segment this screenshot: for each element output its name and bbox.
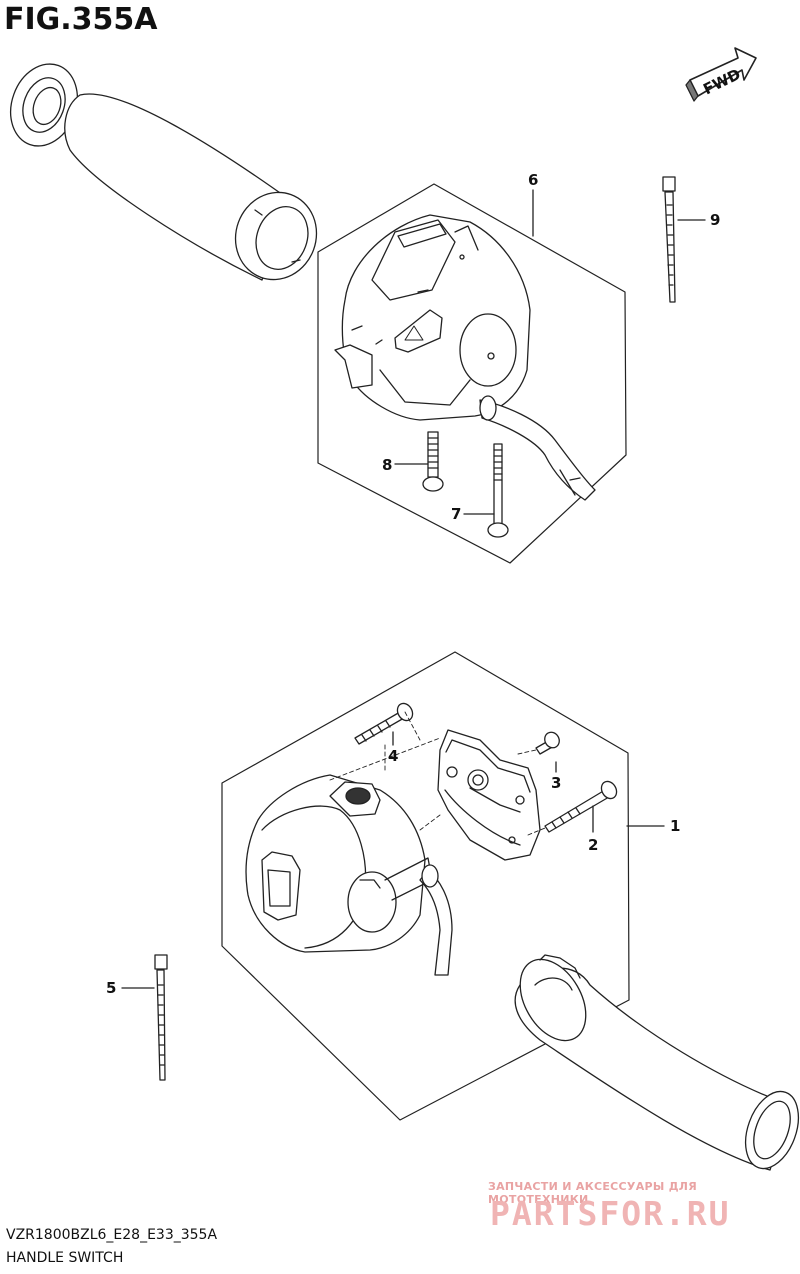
footer-section-name: HANDLE SWITCH bbox=[6, 1250, 124, 1266]
screw-4 bbox=[354, 702, 414, 745]
callout-3: 3 bbox=[551, 774, 562, 792]
left-handle-switch-assy-1 bbox=[221, 651, 630, 1121]
cable-tie-5 bbox=[154, 954, 168, 1081]
switch-rear-clamp bbox=[437, 729, 541, 861]
screw-3 bbox=[535, 731, 560, 755]
callout-4: 4 bbox=[388, 747, 399, 765]
figure-title: FIG.355A bbox=[4, 2, 158, 37]
left-grip-top bbox=[10, 63, 318, 281]
watermark-tagline: ЗАПЧАСТИ И АКСЕССУАРЫ ДЛЯ МОТОТЕХНИКИ bbox=[488, 1180, 698, 1206]
right-handle-switch-assy-6 bbox=[317, 183, 627, 564]
cable-tie-9 bbox=[662, 176, 676, 303]
screw-7 bbox=[487, 443, 509, 538]
throttle-grip-bottom bbox=[514, 954, 800, 1171]
screw-2 bbox=[544, 780, 618, 833]
callout-2: 2 bbox=[588, 836, 599, 854]
callout-9: 9 bbox=[710, 211, 721, 229]
footer-model-code: VZR1800BZL6_E28_E33_355A bbox=[6, 1227, 218, 1243]
callout-7: 7 bbox=[451, 505, 462, 523]
screw-8 bbox=[422, 431, 444, 492]
watermark-logo: PARTSFOR.RU bbox=[490, 1194, 731, 1233]
fwd-arrow-icon: FWD bbox=[685, 47, 757, 102]
callout-8: 8 bbox=[382, 456, 393, 474]
callout-6: 6 bbox=[528, 171, 539, 189]
callout-5: 5 bbox=[106, 979, 117, 997]
callout-1: 1 bbox=[670, 817, 681, 835]
